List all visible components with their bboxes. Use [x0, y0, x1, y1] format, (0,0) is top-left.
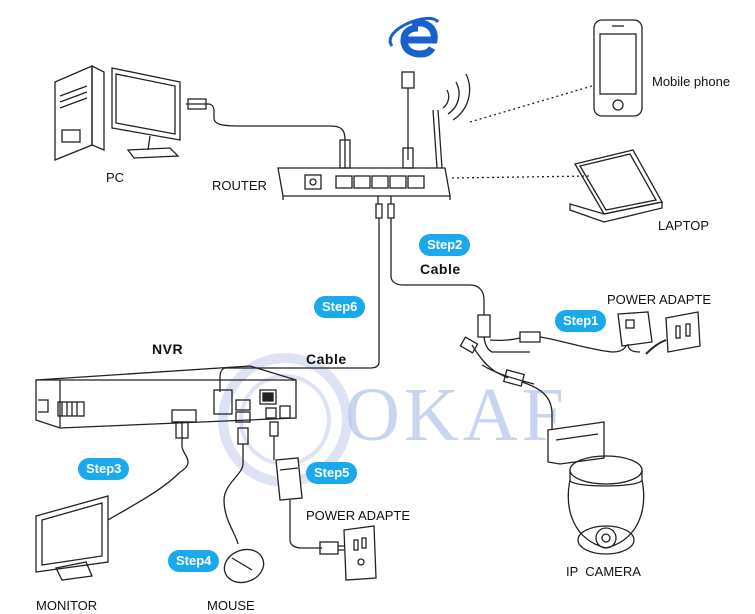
cable-label-step2: Cable [420, 261, 461, 277]
power-adapter-bottom-label: POWER ADAPTE [306, 508, 411, 523]
step2-badge: Step2 [419, 234, 471, 256]
internet-explorer-logo-icon [388, 16, 440, 58]
cable-label-step6: Cable [306, 351, 347, 367]
step5-badge: Step5 [306, 462, 358, 484]
router-camera-cable [387, 196, 485, 315]
router-icon [277, 71, 451, 200]
router-label: ROUTER [212, 178, 267, 193]
step1-badge: Step1 [555, 310, 607, 332]
power-adapter-top-label: POWER ADAPTE [607, 292, 712, 307]
mouse-icon [223, 548, 265, 584]
mobile-phone-icon [593, 19, 643, 117]
ip-camera-label: IP CAMERA [566, 564, 641, 579]
mouse-label: MOUSE [207, 598, 255, 613]
laptop-label: LAPTOP [658, 218, 710, 233]
laptop-icon [569, 149, 663, 223]
monitor-icon [35, 495, 109, 581]
mobile-phone-label: Mobile phone [652, 74, 731, 89]
power-adapter-bottom-icon [275, 457, 377, 581]
step4-badge: Step4 [168, 550, 220, 572]
monitor-label: MONITOR [36, 598, 98, 613]
router-nvr-cable [219, 196, 383, 392]
pc-monitor-icon [111, 67, 181, 159]
pc-label: PC [106, 170, 125, 185]
pc-router-cable [186, 103, 346, 168]
step6-badge: Step6 [314, 296, 366, 318]
pc-tower-icon [54, 64, 105, 161]
step3-badge: Step3 [78, 458, 130, 480]
power-adapter-top-icon [617, 311, 701, 355]
watermark-text: OKAF [345, 373, 568, 457]
ip-camera-icon [547, 421, 645, 555]
nvr-icon [35, 365, 297, 429]
nvr-label: NVR [152, 341, 184, 357]
